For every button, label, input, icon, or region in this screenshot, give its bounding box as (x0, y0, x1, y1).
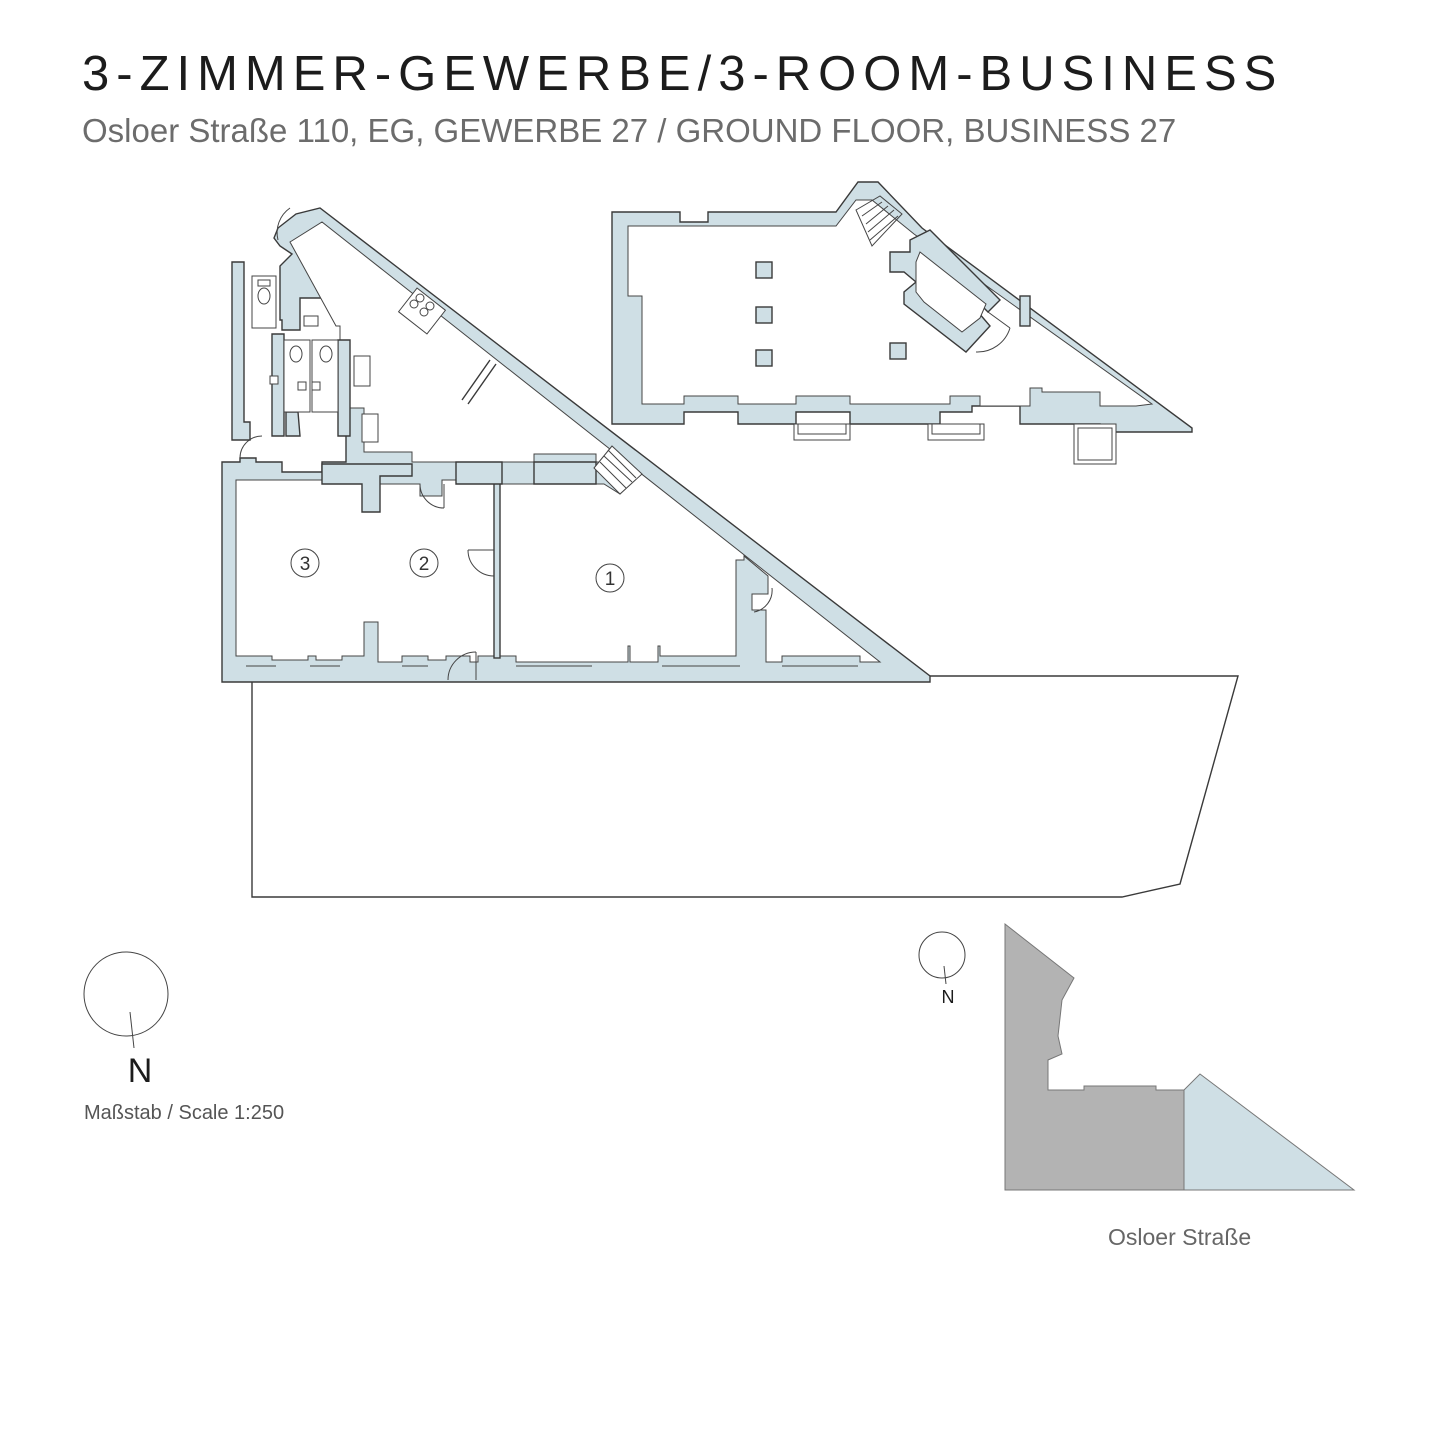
room-label-3: 3 (290, 548, 320, 578)
svg-text:N: N (942, 987, 955, 1007)
page-subtitle: Osloer Straße 110, EG, GEWERBE 27 / GROU… (82, 112, 1177, 149)
svg-text:N: N (128, 1052, 153, 1090)
site-north-arrow-icon: N (918, 931, 966, 1007)
svg-text:3: 3 (300, 554, 311, 575)
courtyard-outline (251, 675, 1239, 898)
upper-right-wing (611, 181, 1193, 465)
svg-text:2: 2 (419, 554, 430, 575)
north-arrow-icon: N (83, 951, 169, 1090)
site-plan: N (918, 922, 1356, 1191)
room-label-2: 2 (409, 548, 439, 578)
staircase-main (593, 445, 643, 495)
main-unit (221, 207, 931, 683)
stove (397, 287, 447, 335)
street-label: Osloer Straße (1108, 1224, 1252, 1250)
svg-text:1: 1 (605, 569, 616, 590)
staircase-upper (855, 195, 903, 247)
site-neighbor-building (1004, 922, 1185, 1191)
site-unit-highlight (1183, 1073, 1356, 1191)
scale-label: Maßstab / Scale 1:250 (84, 1102, 285, 1124)
room-label-1: 1 (595, 563, 625, 593)
page-title: 3-ZIMMER-GEWERBE/3-ROOM-BUSINESS (82, 47, 1284, 101)
